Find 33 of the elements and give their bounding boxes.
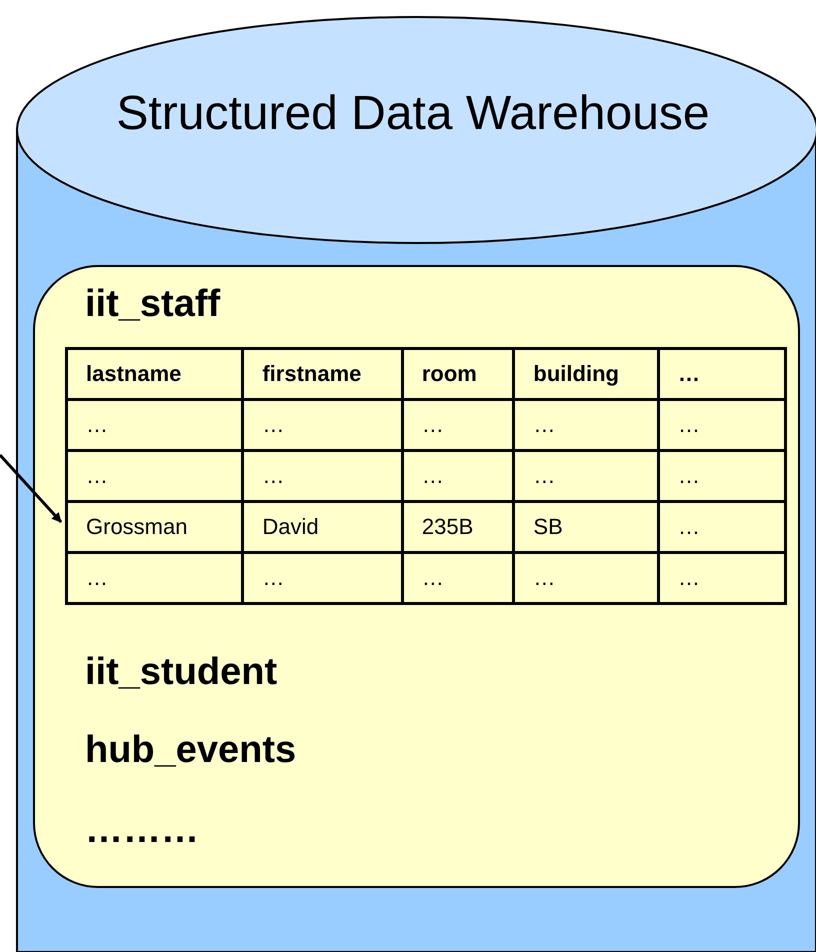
table-cell: … [66, 552, 243, 604]
table-cell: … [514, 552, 658, 604]
table-cell: … [402, 400, 514, 450]
table-cell: 235B [402, 502, 514, 552]
table-cell: SB [514, 502, 658, 552]
data-table [65, 347, 787, 605]
table-cell: Grossman [66, 502, 243, 552]
table-cell: … [658, 450, 786, 502]
table-cell: … [658, 552, 786, 604]
table-name: ……… [85, 811, 199, 849]
arrow [0, 454, 62, 523]
table-cell: David [242, 502, 402, 552]
table-name: iit_staff [85, 285, 220, 323]
table-cell: … [402, 552, 514, 604]
database-title: Structured Data Warehouse [116, 90, 710, 138]
table-cell: … [402, 450, 514, 502]
column-header: … [658, 348, 786, 400]
table-cell: … [658, 502, 786, 552]
table-cell: … [242, 450, 402, 502]
column-header: building [514, 348, 658, 400]
table-cell: … [242, 400, 402, 450]
table-name: iit_student [85, 653, 278, 691]
table-cell: … [658, 400, 786, 450]
column-header: firstname [242, 348, 402, 400]
table-cell: … [66, 450, 243, 502]
table-name: hub_events [85, 731, 296, 769]
column-header: room [402, 348, 514, 400]
column-header: lastname [66, 348, 243, 400]
table-cell: … [514, 450, 658, 502]
table-cell: … [514, 400, 658, 450]
table-cell: … [242, 552, 402, 604]
table-cell: … [66, 400, 243, 450]
table-list-panel [33, 265, 800, 888]
